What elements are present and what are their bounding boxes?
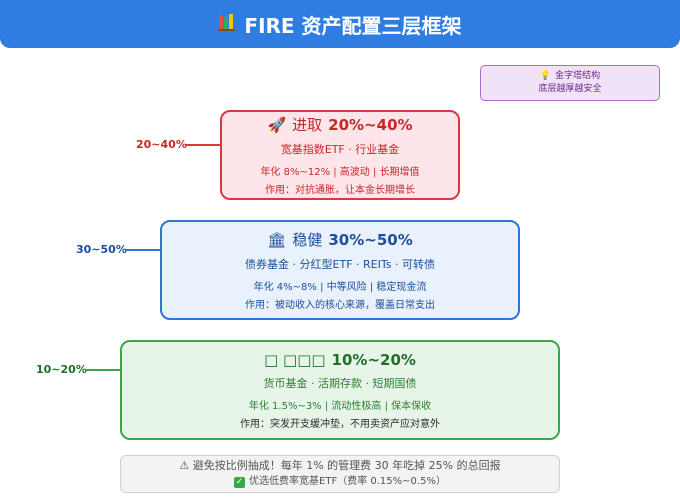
fee-warning-text: ⚠ 避免按比例抽成！每年 1% 的管理费 30 年吃掉 25% 的总回报 <box>179 459 501 472</box>
tier-1-side-label: 20~40% <box>136 138 187 151</box>
tier-1-connector <box>186 144 220 146</box>
tier-3-name: □ □□□ <box>264 350 326 369</box>
tier-3-side-label: 10~20% <box>36 363 87 376</box>
tier-3-title: □ □□□ 10%~20% <box>264 351 416 369</box>
checkmark-icon: ✓ <box>234 476 246 488</box>
tier-2-purpose: 作用：被动收入的核心来源，覆盖日常支出 <box>245 300 435 311</box>
tier-2-side-label: 30~50% <box>76 243 127 256</box>
tier-2-title: 🏛 稳健 30%~50% <box>267 229 412 250</box>
tier-3-pct: 10%~20% <box>331 350 416 369</box>
tier-1-assets: 宽基指数ETF · 行业基金 <box>280 143 400 156</box>
legend-line-2: 底层越厚越安全 <box>538 84 602 94</box>
tier-3-metrics: 年化 1.5%~3% | 流动性极高 | 保本保收 <box>248 400 432 412</box>
tier-1-metrics: 年化 8%~12% | 高波动 | 长期增值 <box>260 167 420 178</box>
tier-balanced: 🏛 稳健 30%~50% 债券基金 · 分红型ETF · REITs · 可转债… <box>160 220 520 320</box>
tier-1-purpose: 作用：对抗通胀，让本金长期增长 <box>265 185 415 196</box>
tier-1-name: 进取 <box>292 116 323 134</box>
rocket-icon: 🚀 <box>267 115 287 134</box>
tier-1-title: 🚀 进取 20%~40% <box>267 114 412 135</box>
tier-2-connector <box>126 249 160 251</box>
tier-2-assets: 债券基金 · 分红型ETF · REITs · 可转债 <box>245 258 435 271</box>
tier-3-purpose: 作用：突发开支缓冲垫，不用卖资产应对意外 <box>240 418 440 430</box>
fee-tip: ✓ 优选低费率宽基ETF（费率 0.15%~0.5%） <box>234 474 446 490</box>
lightbulb-icon: 💡 <box>539 71 552 81</box>
legend-box: 💡 金字塔结构 底层越厚越安全 <box>480 65 660 101</box>
tier-2-name: 稳健 <box>292 231 323 249</box>
fee-tip-text: 优选低费率宽基ETF（费率 0.15%~0.5%） <box>249 476 446 487</box>
tier-safety: □ □□□ 10%~20% 货币基金 · 活期存款 · 短期国债 年化 1.5%… <box>120 340 560 440</box>
books-icon <box>218 13 236 36</box>
tier-3-assets: 货币基金 · 活期存款 · 短期国债 <box>263 376 417 390</box>
page-header: FIRE 资产配置三层框架 <box>0 0 680 48</box>
fee-warning-box: ⚠ 避免按比例抽成！每年 1% 的管理费 30 年吃掉 25% 的总回报 ✓ 优… <box>120 455 560 493</box>
tier-3-connector <box>86 369 120 371</box>
tier-2-metrics: 年化 4%~8% | 中等风险 | 稳定现金流 <box>253 282 427 293</box>
tier-2-pct: 30%~50% <box>328 230 413 249</box>
tier-1-pct: 20%~40% <box>328 115 413 134</box>
tier-aggressive: 🚀 进取 20%~40% 宽基指数ETF · 行业基金 年化 8%~12% | … <box>220 110 460 200</box>
bank-icon: 🏛 <box>267 230 287 249</box>
page-title: FIRE 资产配置三层框架 <box>244 13 462 38</box>
legend-line-1: 金字塔结构 <box>555 71 601 81</box>
